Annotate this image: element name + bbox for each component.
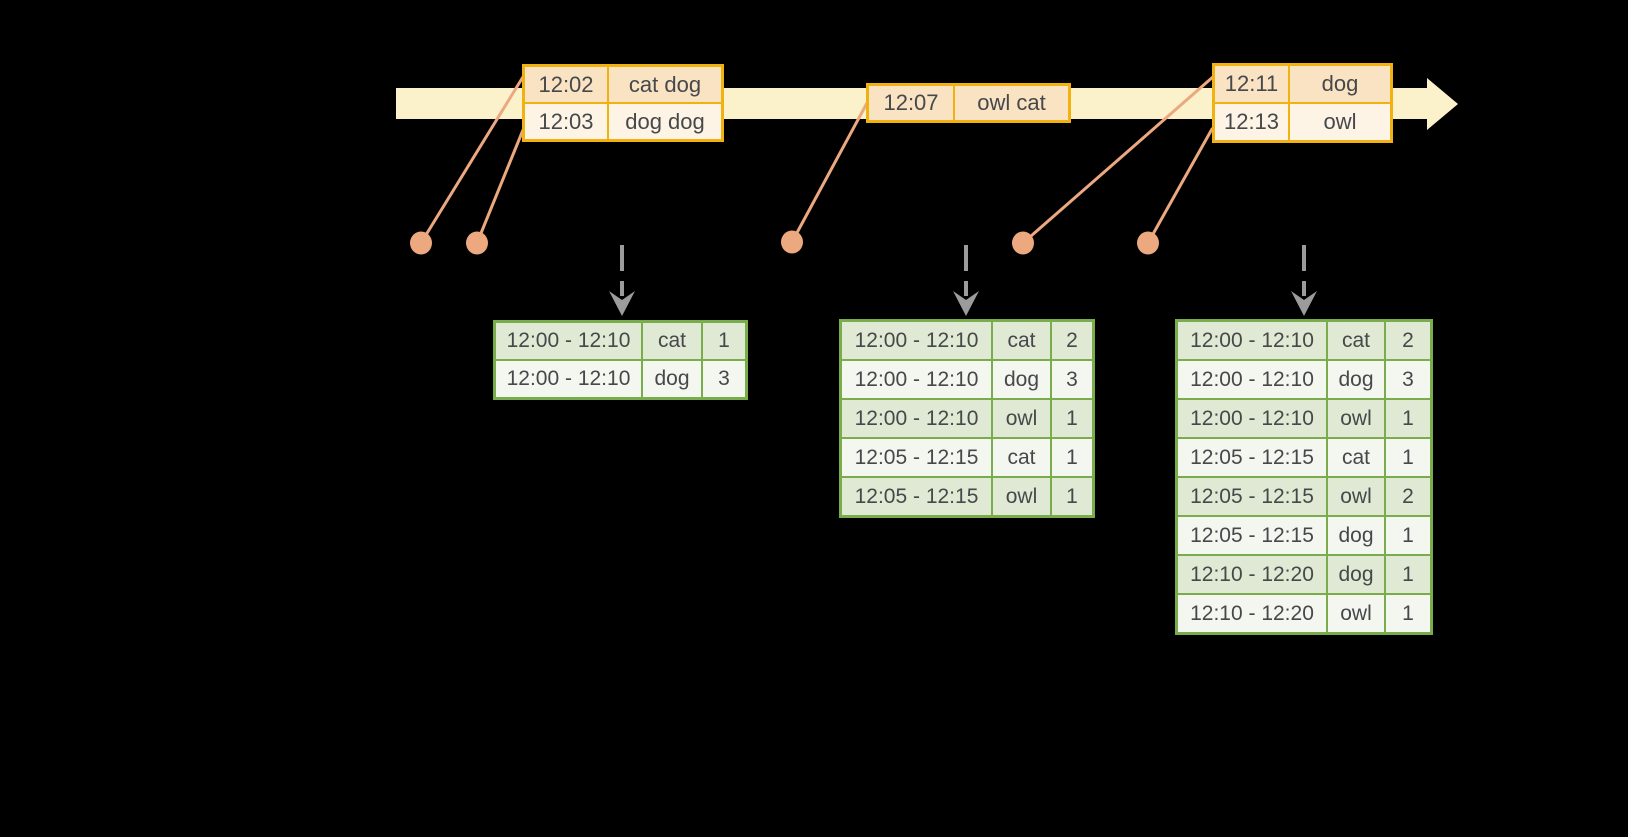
- trigger-arrow-head: [609, 291, 635, 316]
- event-connector-line: [790, 101, 869, 244]
- count-cell: 1: [1386, 595, 1430, 632]
- count-cell: 1: [703, 323, 745, 359]
- window-range-cell: 12:05 - 12:15: [1178, 439, 1326, 476]
- count-cell: 1: [1052, 400, 1092, 437]
- window-range-cell: 12:10 - 12:20: [1178, 556, 1326, 593]
- count-cell: 3: [1386, 361, 1430, 398]
- word-cell: dog: [643, 361, 701, 397]
- window-range-cell: 12:00 - 12:10: [496, 323, 641, 359]
- window-range-cell: 12:05 - 12:15: [842, 478, 991, 515]
- trigger-arrow-head: [953, 291, 979, 316]
- event-time-cell: 12:11: [1215, 66, 1288, 102]
- count-cell: 2: [1386, 322, 1430, 359]
- trigger-arrow-head: [1291, 291, 1317, 316]
- count-cell: 1: [1052, 478, 1092, 515]
- word-cell: cat: [1328, 322, 1384, 359]
- event-connector-line: [1146, 127, 1214, 245]
- word-cell: dog: [993, 361, 1050, 398]
- word-cell: owl: [1328, 400, 1384, 437]
- event-words-cell: owl cat: [955, 86, 1068, 120]
- count-cell: 3: [1052, 361, 1092, 398]
- event-dot: [1137, 231, 1159, 255]
- window-range-cell: 12:00 - 12:10: [496, 361, 641, 397]
- count-cell: 2: [1386, 478, 1430, 515]
- event-time-cell: 12:07: [869, 86, 953, 120]
- event-words-cell: dog: [1290, 66, 1390, 102]
- word-cell: dog: [1328, 361, 1384, 398]
- window-range-cell: 12:00 - 12:10: [842, 361, 991, 398]
- word-cell: owl: [993, 400, 1050, 437]
- event-words-cell: dog dog: [609, 104, 721, 139]
- word-cell: owl: [1328, 478, 1384, 515]
- word-cell: cat: [643, 323, 701, 359]
- count-cell: 1: [1386, 517, 1430, 554]
- event-time-cell: 12:03: [525, 104, 607, 139]
- event-dot: [410, 231, 432, 255]
- word-cell: owl: [1328, 595, 1384, 632]
- event-dot: [1012, 231, 1034, 255]
- count-cell: 1: [1052, 439, 1092, 476]
- word-cell: owl: [993, 478, 1050, 515]
- window-range-cell: 12:05 - 12:15: [1178, 478, 1326, 515]
- event-dot: [466, 231, 488, 255]
- event-words-cell: owl: [1290, 104, 1390, 140]
- event-connector-line: [475, 128, 525, 245]
- event-time-cell: 12:02: [525, 67, 607, 102]
- window-range-cell: 12:00 - 12:10: [1178, 322, 1326, 359]
- count-cell: 2: [1052, 322, 1092, 359]
- word-cell: cat: [993, 322, 1050, 359]
- event-time-cell: 12:13: [1215, 104, 1288, 140]
- word-cell: cat: [993, 439, 1050, 476]
- window-range-cell: 12:00 - 12:10: [842, 400, 991, 437]
- event-connector-line: [1021, 74, 1216, 245]
- window-range-cell: 12:05 - 12:15: [1178, 517, 1326, 554]
- count-cell: 1: [1386, 439, 1430, 476]
- event-dot: [781, 230, 803, 254]
- event-words-cell: cat dog: [609, 67, 721, 102]
- word-cell: cat: [1328, 439, 1384, 476]
- window-range-cell: 12:10 - 12:20: [1178, 595, 1326, 632]
- count-cell: 3: [703, 361, 745, 397]
- word-cell: dog: [1328, 556, 1384, 593]
- count-cell: 1: [1386, 400, 1430, 437]
- window-range-cell: 12:00 - 12:10: [1178, 400, 1326, 437]
- window-range-cell: 12:05 - 12:15: [842, 439, 991, 476]
- word-cell: dog: [1328, 517, 1384, 554]
- window-range-cell: 12:00 - 12:10: [842, 322, 991, 359]
- event-connector-line: [419, 70, 528, 245]
- count-cell: 1: [1386, 556, 1430, 593]
- window-range-cell: 12:00 - 12:10: [1178, 361, 1326, 398]
